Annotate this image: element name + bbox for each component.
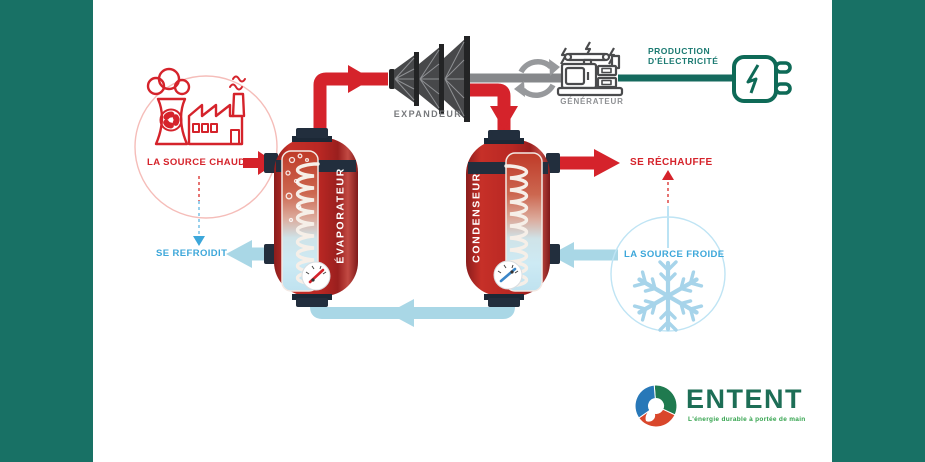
arrow-left-icon [550, 242, 574, 268]
flame-icon [645, 406, 656, 422]
cold-source-label: LA SOURCE FROIDE [624, 249, 725, 260]
cold-source-group [610, 216, 726, 332]
generator-label: GÉNÉRATEUR [560, 97, 624, 106]
gauge-icon [493, 260, 523, 290]
condenser-tank [466, 130, 560, 307]
warms-up-label: SE RÉCHAUFFE [630, 157, 713, 168]
coil-icon [504, 164, 529, 288]
entent-logo-name: ENTENT [686, 384, 803, 414]
tank-cap-top [296, 128, 328, 138]
arrow-left-icon [388, 299, 414, 327]
tank-flange [292, 294, 332, 300]
plug-icon [732, 55, 792, 103]
tank-cap-bottom [488, 298, 520, 307]
lightning-bolt-icon [560, 47, 568, 65]
arrow-right-icon [594, 149, 620, 177]
left-teal-band [0, 0, 93, 462]
rotation-arrows-icon [514, 58, 560, 99]
tank-cap-bottom [296, 298, 328, 307]
expander-label: EXPANDEUR [393, 109, 463, 119]
coil-icon [295, 162, 320, 286]
arrow-right-icon [348, 65, 372, 93]
gauge-icon [301, 261, 331, 291]
hot-source-group [134, 67, 278, 219]
nozzle [546, 153, 560, 173]
snowflake-icon [632, 260, 704, 332]
generator-icon [556, 41, 624, 97]
electricity-production-line2: D'ÉLECTRICITÉ [648, 56, 719, 66]
lightning-bolt-icon [746, 64, 760, 94]
entent-logo-tagline: L'énergie durable à portée de main [688, 416, 806, 423]
hot-source-circle [134, 75, 278, 219]
turbine-expander-icon [389, 36, 470, 122]
arrow-left-icon [226, 240, 252, 268]
pipe-expander-to-condenser [452, 83, 511, 140]
tank-flange [484, 138, 524, 144]
entent-logo-icon [634, 384, 678, 428]
right-teal-band [832, 0, 925, 462]
tank-flange [484, 294, 524, 300]
arrow-down-icon [490, 106, 518, 130]
evaporator-tank [264, 128, 358, 307]
cools-down-label: SE REFROIDIT [156, 248, 228, 259]
electricity-production-line1: PRODUCTION [648, 46, 711, 56]
condenser-label: CONDENSEUR [470, 172, 483, 263]
hot-source-label: LA SOURCE CHAUDE [147, 157, 253, 168]
electricity-production-label: PRODUCTION D'ÉLECTRICITÉ [648, 46, 718, 66]
arrow-up-icon [662, 170, 674, 180]
arrow-down-icon [193, 236, 205, 246]
tank-cap-top [488, 130, 520, 140]
evaporator-label: ÉVAPORATEUR [334, 167, 347, 264]
bubbles-icon [285, 153, 310, 223]
power-plant-icon [146, 67, 246, 146]
tank-flange [292, 136, 332, 142]
pipe-evaporator-to-expander [313, 72, 388, 150]
pipes-layer [193, 65, 740, 327]
